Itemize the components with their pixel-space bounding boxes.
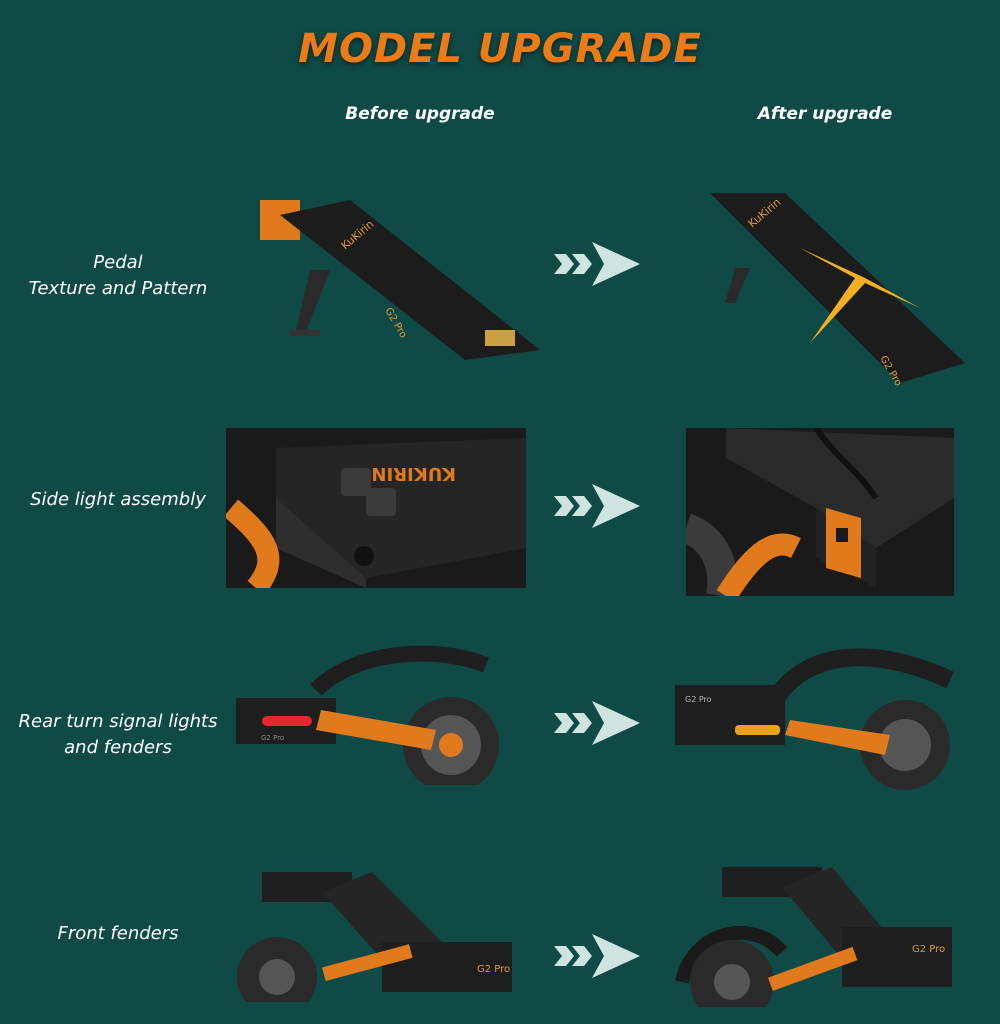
rear-signal-upgrade-arrow-icon bbox=[554, 701, 640, 745]
row-label-side-light: Side light assembly bbox=[30, 489, 206, 510]
front-fender-before-image: G2 Pro bbox=[222, 862, 512, 1002]
rear-signal-before-image: G2 Pro bbox=[236, 640, 516, 785]
side-light-before-image: KUKIRIN bbox=[226, 428, 526, 588]
row-label-rear-turn-signal: Rear turn signal lights and fenders bbox=[18, 711, 218, 758]
rear-signal-after-model: G2 Pro bbox=[685, 695, 712, 704]
front-fender-before-model: G2 Pro bbox=[477, 964, 510, 975]
front-fender-after-model: G2 Pro bbox=[912, 944, 945, 955]
rear-signal-after-image: G2 Pro bbox=[675, 640, 970, 790]
pedal-before-image: KuKirin G2 Pro bbox=[250, 190, 545, 360]
front-fender-upgrade-arrow-icon bbox=[554, 934, 640, 978]
pedal-after-image: KuKirin G2 Pro bbox=[680, 188, 970, 388]
side-light-before-logo: KUKIRIN bbox=[371, 463, 456, 484]
row-label-pedal: Pedal Texture and Pattern bbox=[28, 252, 208, 299]
pedal-upgrade-arrow-icon bbox=[554, 242, 640, 286]
row-label-front-fenders: Front fenders bbox=[57, 923, 179, 944]
side-light-after-image bbox=[686, 428, 954, 596]
before-column-heading: Before upgrade bbox=[345, 104, 495, 124]
front-fender-after-image: G2 Pro bbox=[672, 862, 954, 1007]
side-light-upgrade-arrow-icon bbox=[554, 484, 640, 528]
rear-signal-before-model: G2 Pro bbox=[261, 734, 284, 742]
after-column-heading: After upgrade bbox=[757, 104, 893, 124]
page-title: MODEL UPGRADE bbox=[298, 26, 702, 72]
